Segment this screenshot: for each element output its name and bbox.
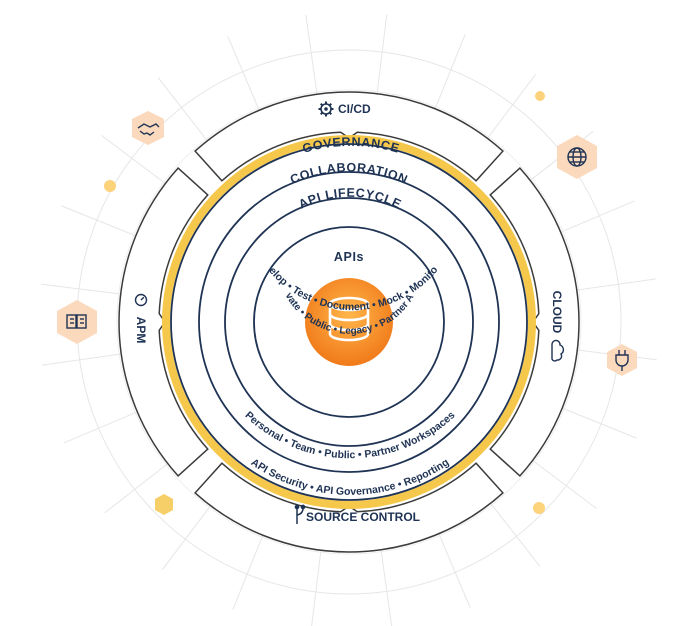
segment-label-source-control: SOURCE CONTROL [306,510,420,524]
external-tool-book [57,300,97,344]
database-icon [328,296,370,342]
external-tool-globe [557,135,597,179]
segment-label-cicd: CI/CD [338,102,371,116]
external-tool-plug [607,344,637,376]
book-icon [66,314,87,329]
speedometer-icon [134,293,148,307]
gear-icon [318,101,334,117]
branch-icon [294,504,306,524]
external-tool-handshake [132,111,164,145]
decor-dots [104,91,545,515]
segment-source-control: SOURCE CONTROL [294,504,420,524]
core-circle [305,278,393,366]
plug-icon [615,350,629,371]
segment-cicd: CI/CD [318,101,371,117]
segment-label-cloud: CLOUD [550,291,564,334]
cloud-icon [551,339,565,362]
handshake-icon [137,123,160,136]
governance-gold-ring [162,135,536,509]
apis-title: APIs [334,250,364,264]
segment-cloud: CLOUD [550,291,564,334]
globe-icon [567,147,587,167]
governance-title: GOVERNANCE [301,135,401,156]
segment-label-apm: APM [134,317,148,344]
segment-apm: APM [134,293,148,344]
